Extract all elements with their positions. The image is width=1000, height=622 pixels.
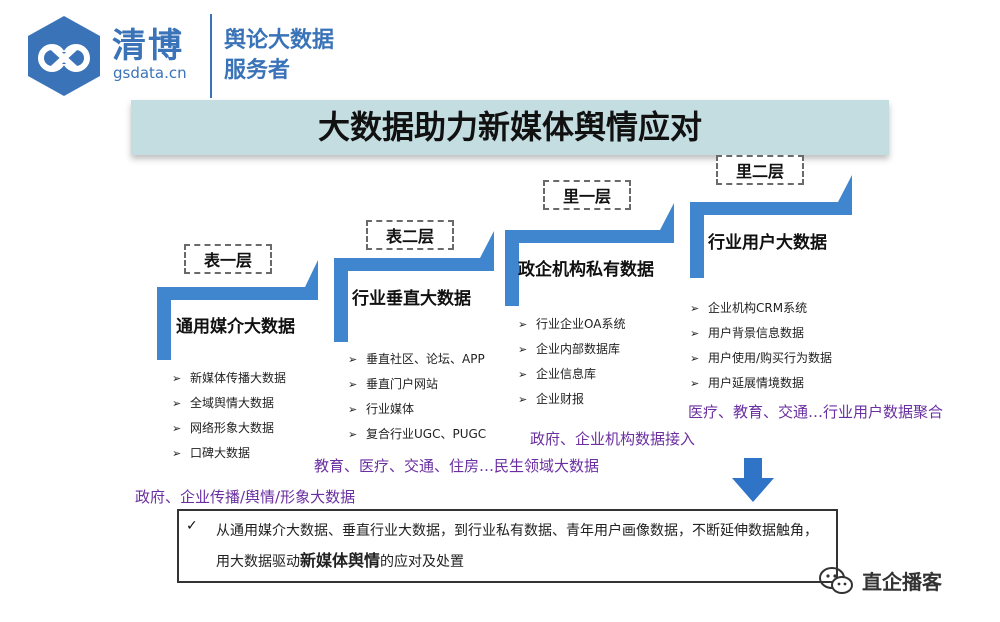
layer-items-4: ➢企业机构CRM系统 ➢用户背景信息数据 ➢用户使用/购买行为数据 ➢用户延展情… [690, 296, 832, 396]
watermark-text: 直企播客 [862, 570, 942, 594]
gsdata-logo-icon [28, 16, 100, 96]
layer-heading-2: 行业垂直大数据 [352, 289, 471, 309]
arrow-bullet-icon: ➢ [690, 302, 700, 315]
purple-note-4: 医疗、教育、交通…行业用户数据聚合 [688, 403, 944, 421]
arrow-bullet-icon: ➢ [348, 428, 358, 441]
wechat-icon [819, 567, 853, 594]
purple-note-2: 教育、医疗、交通、住房…民生领域大数据 [314, 457, 600, 475]
purple-note-1: 政府、企业传播/舆情/形象大数据 [135, 488, 356, 506]
arrow-bullet-icon: ➢ [172, 422, 182, 435]
layer-heading-3: 政企机构私有数据 [518, 260, 654, 280]
list-item: ➢垂直社区、论坛、APP [348, 347, 486, 372]
layer-label-1: 表一层 [184, 244, 272, 274]
layer-items-1: ➢新媒体传播大数据 ➢全域舆情大数据 ➢网络形象大数据 ➢口碑大数据 [172, 366, 286, 466]
arrow-bullet-icon: ➢ [172, 447, 182, 460]
summary-box [177, 509, 838, 583]
layer-label-2: 表二层 [366, 220, 454, 250]
purple-note-3: 政府、企业机构数据接入 [530, 430, 696, 448]
list-item: ➢垂直门户网站 [348, 372, 486, 397]
brand-domain: gsdata.cn [113, 64, 187, 82]
arrow-bullet-icon: ➢ [348, 378, 358, 391]
layer-items-2: ➢垂直社区、论坛、APP ➢垂直门户网站 ➢行业媒体 ➢复合行业UGC、PUGC [348, 347, 486, 447]
list-item: ➢行业企业OA系统 [518, 312, 625, 337]
list-item: ➢网络形象大数据 [172, 416, 286, 441]
arrow-bullet-icon: ➢ [172, 372, 182, 385]
list-item: ➢企业内部数据库 [518, 337, 625, 362]
list-item: ➢行业媒体 [348, 397, 486, 422]
list-item: ➢用户使用/购买行为数据 [690, 346, 832, 371]
brand-slogan: 舆论大数据 服务者 [224, 26, 334, 86]
title-banner [131, 100, 889, 155]
list-item: ➢用户背景信息数据 [690, 321, 832, 346]
list-item: ➢企业财报 [518, 387, 625, 412]
summary-text-plain: 从通用媒介大数据、垂直行业大数据，到行业私有数据、青年用户画像数据，不断延伸数据… [216, 523, 818, 570]
stair-step-2 [334, 231, 494, 342]
arrow-bullet-icon: ➢ [518, 318, 528, 331]
arrow-bullet-icon: ➢ [690, 352, 700, 365]
list-item: ➢用户延展情境数据 [690, 371, 832, 396]
layer-label-3: 里一层 [543, 180, 631, 210]
page-title: 大数据助力新媒体舆情应对 [317, 108, 702, 146]
brand-slogan-line2: 服务者 [224, 58, 291, 83]
arrow-bullet-icon: ➢ [690, 377, 700, 390]
summary-text-end: 的应对及处置 [380, 554, 465, 570]
layer-label-4: 里二层 [716, 155, 804, 185]
arrow-bullet-icon: ➢ [172, 397, 182, 410]
arrow-bullet-icon: ➢ [348, 403, 358, 416]
layer-heading-1: 通用媒介大数据 [176, 317, 295, 337]
list-item: ➢全域舆情大数据 [172, 391, 286, 416]
list-item: ➢企业机构CRM系统 [690, 296, 832, 321]
layer-items-3: ➢行业企业OA系统 ➢企业内部数据库 ➢企业信息库 ➢企业财报 [518, 312, 625, 412]
list-item: ➢新媒体传播大数据 [172, 366, 286, 391]
arrow-bullet-icon: ➢ [518, 343, 528, 356]
layer-heading-4: 行业用户大数据 [708, 233, 827, 253]
brand-divider [210, 14, 212, 98]
brand-name: 清博 [112, 26, 184, 66]
list-item: ➢口碑大数据 [172, 441, 286, 466]
summary-text-highlight: 新媒体舆情 [300, 551, 381, 570]
list-item: ➢企业信息库 [518, 362, 625, 387]
list-item: ➢复合行业UGC、PUGC [348, 422, 486, 447]
arrow-bullet-icon: ➢ [690, 327, 700, 340]
arrow-bullet-icon: ➢ [518, 368, 528, 381]
arrow-bullet-icon: ➢ [348, 353, 358, 366]
check-icon: ✓ [186, 518, 198, 534]
summary-text: 从通用媒介大数据、垂直行业大数据，到行业私有数据、青年用户画像数据，不断延伸数据… [216, 516, 826, 577]
brand-slogan-line1: 舆论大数据 [224, 28, 335, 53]
arrow-bullet-icon: ➢ [518, 393, 528, 406]
down-arrow-icon [732, 458, 774, 502]
stair-step-4 [690, 175, 852, 278]
